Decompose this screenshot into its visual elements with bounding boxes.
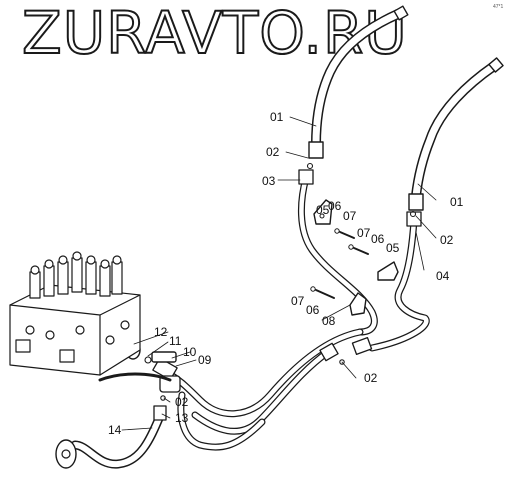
callout-04: 04 xyxy=(436,269,450,283)
callout-07-middle: 07 xyxy=(357,226,371,240)
callout-labels: 01 02 03 05 06 07 07 06 05 01 02 04 07 0… xyxy=(108,110,464,437)
tube-04 xyxy=(351,211,430,356)
callout-02-right: 02 xyxy=(440,233,454,247)
hose-01-left xyxy=(308,5,409,159)
bolt-07-c xyxy=(310,286,335,299)
control-valve-block xyxy=(9,251,141,376)
callout-02-upper: 02 xyxy=(266,145,280,159)
o-rings xyxy=(144,162,417,401)
callout-06-upper: 06 xyxy=(328,199,342,213)
bolt-07-b xyxy=(348,244,369,255)
hose-14 xyxy=(55,391,266,469)
callout-01-right: 01 xyxy=(450,195,464,209)
callout-09: 09 xyxy=(198,353,212,367)
fitting-10 xyxy=(151,351,177,363)
clamp-05-right xyxy=(377,261,399,281)
bolt-07-a xyxy=(334,228,355,239)
callout-07-upper: 07 xyxy=(343,209,357,223)
callout-01-left: 01 xyxy=(270,110,284,124)
callout-06-lower: 06 xyxy=(306,303,320,317)
clamp-08 xyxy=(349,292,367,316)
callout-05-left: 05 xyxy=(316,203,330,217)
callout-07-lower: 07 xyxy=(291,294,305,308)
hose-01-right xyxy=(408,57,504,211)
callout-02-lower-left: 02 xyxy=(175,395,189,409)
tube-return xyxy=(98,372,172,382)
tube-03 xyxy=(297,169,378,336)
leader-lines xyxy=(121,116,437,431)
callout-02-lower-right: 02 xyxy=(364,371,378,385)
callout-03: 03 xyxy=(262,174,276,188)
callout-06-middle: 06 xyxy=(371,232,385,246)
callout-08: 08 xyxy=(322,314,336,328)
callout-10: 10 xyxy=(183,345,197,359)
callout-11: 11 xyxy=(169,334,182,348)
corner-code: 47*1 xyxy=(493,4,504,10)
callout-13: 13 xyxy=(175,411,189,425)
callout-14: 14 xyxy=(108,423,122,437)
clamp-05-left xyxy=(313,199,333,225)
callout-05-right: 05 xyxy=(386,241,400,255)
callout-12: 12 xyxy=(154,325,168,339)
